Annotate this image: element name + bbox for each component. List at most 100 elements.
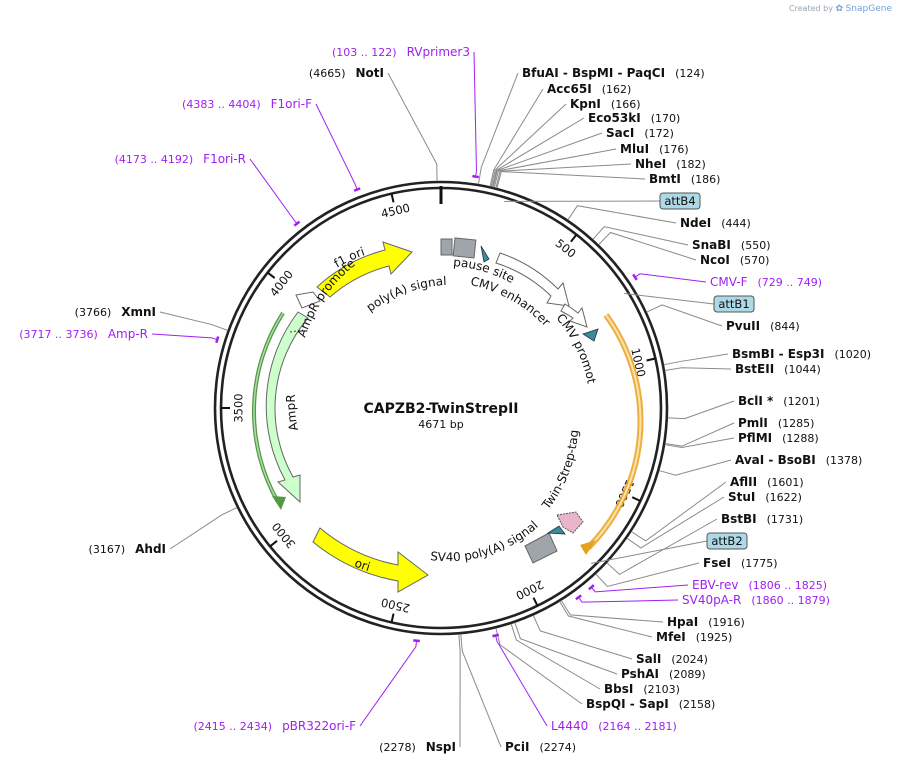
- primer-label[interactable]: CMV-F(729 .. 749): [710, 275, 822, 289]
- enzyme-label[interactable]: NdeI(444): [680, 216, 751, 230]
- att-site-badge[interactable]: attB1: [713, 295, 755, 313]
- enzyme-leader-line: [495, 163, 632, 188]
- primer-leader-line: [315, 103, 358, 190]
- feature-sv40-polya[interactable]: [524, 532, 558, 564]
- enzyme-name: Acc65I: [547, 82, 592, 96]
- enzyme-name: NcoI: [700, 253, 730, 267]
- enzyme-label[interactable]: SacI(172): [606, 126, 674, 140]
- watermark-brand: SnapGene: [845, 4, 892, 14]
- enzyme-label[interactable]: BclI *(1201): [738, 394, 820, 408]
- feature-twin-strep-tag[interactable]: [556, 511, 584, 534]
- enzyme-label[interactable]: Acc65I(162): [547, 82, 631, 96]
- enzyme-leader-line: [560, 600, 664, 623]
- enzyme-label[interactable]: SnaBI(550): [692, 238, 771, 252]
- primer-name: SV40pA-R: [682, 593, 741, 607]
- svg-text:BmtI(186): BmtI(186): [649, 172, 720, 186]
- enzyme-label[interactable]: (3167)AhdI: [89, 542, 166, 556]
- enzyme-label[interactable]: NcoI(570): [700, 253, 769, 267]
- enzyme-label[interactable]: PmlI(1285): [738, 416, 814, 430]
- svg-text:PvuII(844): PvuII(844): [726, 319, 800, 333]
- enzyme-label[interactable]: MluI(176): [620, 142, 689, 156]
- site-labels: (4665)NotI BfuAI - BspMI - PaqCI(124) Acc6…: [19, 45, 871, 754]
- feature-attb2-arrow: [546, 525, 566, 535]
- primer-label[interactable]: (103 .. 122)RVprimer3: [332, 45, 470, 59]
- enzyme-leader-line: [665, 422, 735, 447]
- enzyme-label[interactable]: BspQI - SapI(2158): [586, 697, 715, 711]
- enzyme-label[interactable]: KpnI(166): [570, 97, 641, 111]
- enzyme-position: (2103): [643, 683, 680, 696]
- enzyme-label[interactable]: (3766)XmnI: [75, 305, 156, 319]
- enzyme-label[interactable]: BbsI(2103): [604, 682, 680, 696]
- enzyme-label[interactable]: PshAI(2089): [621, 667, 706, 681]
- primer-label[interactable]: EBV-rev(1806 .. 1825): [692, 578, 827, 592]
- enzyme-leader-line: [460, 634, 502, 748]
- tick-label: 2500: [380, 595, 412, 615]
- primer-label[interactable]: (4383 .. 4404)F1ori-F: [182, 97, 312, 111]
- feature-cmv-promoter[interactable]: [560, 303, 588, 328]
- enzyme-leader-line: [667, 400, 735, 420]
- svg-text:L4440(2164 .. 2181): L4440(2164 .. 2181): [551, 719, 677, 733]
- enzyme-label[interactable]: AflII(1601): [730, 475, 804, 489]
- enzyme-label[interactable]: SalI(2024): [636, 652, 708, 666]
- primer-label[interactable]: SV40pA-R (1860 .. 1879): [682, 593, 830, 607]
- enzyme-label[interactable]: PvuII(844): [726, 319, 800, 333]
- enzyme-position: (166): [611, 98, 641, 111]
- enzyme-label[interactable]: StuI(1622): [728, 490, 802, 504]
- enzyme-label[interactable]: AvaI - BsoBI(1378): [735, 453, 862, 467]
- primer-range: (4173 .. 4192): [115, 153, 194, 166]
- feature-ampr[interactable]: [265, 311, 309, 504]
- enzyme-position: (2274): [540, 741, 577, 754]
- enzyme-label[interactable]: FseI(1775): [703, 556, 778, 570]
- enzyme-leader-line: [559, 601, 653, 638]
- enzyme-position: (2089): [669, 668, 706, 681]
- enzyme-label[interactable]: NheI(182): [635, 157, 706, 171]
- enzyme-label[interactable]: BmtI(186): [649, 172, 720, 186]
- enzyme-position: (444): [721, 217, 751, 230]
- feature-cmv-enhancer[interactable]: [495, 252, 570, 307]
- enzyme-label[interactable]: BstBI(1731): [721, 512, 803, 526]
- tick-mark: [269, 540, 278, 548]
- enzyme-label[interactable]: (4665)NotI: [309, 66, 384, 80]
- feature-ampr-promoter[interactable]: [295, 291, 321, 309]
- enzyme-label[interactable]: BsmBI - Esp3I(1020): [732, 347, 871, 361]
- tick-mark: [646, 357, 656, 362]
- enzyme-label[interactable]: Eco53kI(170): [588, 111, 680, 125]
- primer-name: F1ori-F: [271, 97, 312, 111]
- feature-f1-ori[interactable]: [316, 241, 413, 298]
- enzyme-leader-line: [491, 117, 585, 188]
- enzyme-leader-line: [477, 72, 519, 185]
- enzyme-label[interactable]: BfuAI - BspMI - PaqCI(124): [522, 66, 705, 80]
- tick-mark: [390, 613, 395, 623]
- primer-site-mark: [413, 639, 420, 643]
- enzyme-leader-line: [490, 103, 567, 187]
- primer-label[interactable]: L4440(2164 .. 2181): [551, 719, 677, 733]
- enzyme-label[interactable]: (2278)NspI: [379, 740, 456, 754]
- primer-name: CMV-F: [710, 275, 748, 289]
- enzyme-label[interactable]: MfeI(1925): [656, 630, 732, 644]
- primer-label[interactable]: (2415 .. 2434)pBR322ori-F: [194, 719, 357, 733]
- feature-attb1-arrow: [582, 328, 599, 342]
- enzyme-label[interactable]: PciI(2274): [505, 740, 576, 754]
- tick-label: 4500: [380, 201, 412, 221]
- att-site-badge[interactable]: attB2: [706, 532, 748, 550]
- feature-ori[interactable]: [312, 527, 429, 593]
- tick-label: 3000: [269, 520, 298, 552]
- svg-text:BsmBI - Esp3I(1020): BsmBI - Esp3I(1020): [732, 347, 871, 361]
- enzyme-label[interactable]: PflMI(1288): [738, 431, 819, 445]
- primer-range: (1860 .. 1879): [751, 594, 830, 607]
- primer-leader-line: [249, 158, 298, 224]
- enzyme-label[interactable]: HpaI(1916): [667, 615, 745, 629]
- svg-text:(3766)XmnI: (3766)XmnI: [75, 305, 156, 319]
- enzyme-name: BclI *: [738, 394, 774, 408]
- primer-label[interactable]: (4173 .. 4192)F1ori-R: [115, 152, 246, 166]
- enzyme-leader-line: [492, 132, 603, 188]
- enzyme-label[interactable]: BstEII(1044): [735, 362, 821, 376]
- att-leader-line: [624, 293, 715, 305]
- att-badge-box: [713, 295, 755, 313]
- enzyme-name: Eco53kI: [588, 111, 641, 125]
- primer-label[interactable]: (3717 .. 3736)Amp-R: [19, 327, 148, 341]
- tick-mark: [390, 193, 395, 203]
- tick-mark: [532, 597, 539, 607]
- svg-text:EBV-rev(1806 .. 1825): EBV-rev(1806 .. 1825): [692, 578, 827, 592]
- att-site-badge[interactable]: attB4: [659, 192, 701, 210]
